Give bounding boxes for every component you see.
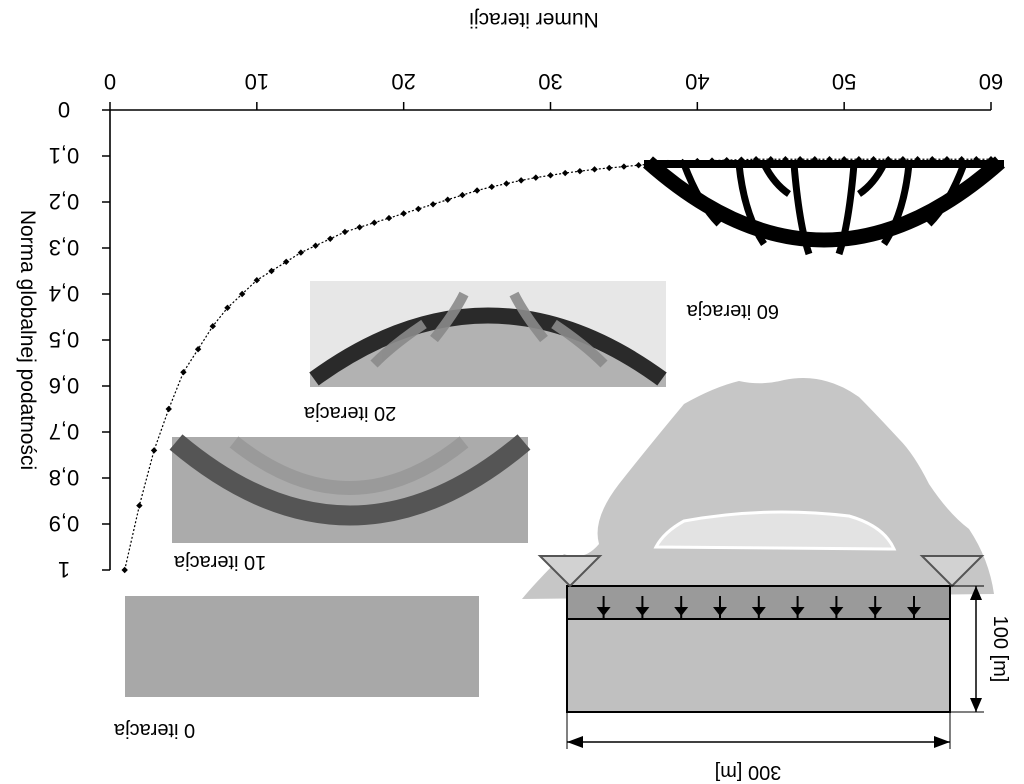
data-point [503,180,510,187]
data-point [767,156,774,163]
x-tick-label: 30 [538,69,562,94]
data-point [194,346,202,353]
problem-sketch: 100 [m] 300 [m] [522,378,1011,783]
x-tick-label: 50 [832,69,856,94]
data-point [517,177,525,184]
y-tick-label: 0,2 [49,189,80,214]
data-point [591,166,598,173]
data-point [576,167,584,175]
data-point [752,156,760,163]
y-tick-label: 0,7 [49,419,80,444]
data-point [341,228,349,236]
data-point [371,219,378,226]
load-arrow-head [907,607,921,616]
data-point [136,502,143,509]
x-tick-label: 40 [685,69,709,94]
data-point [606,164,613,172]
data-point [121,566,128,574]
data-point [297,249,305,256]
y-tick-label: 0,8 [49,465,80,490]
x-tick-label: 10 [245,69,269,94]
y-ticks: 0 0,1 0,2 0,3 0,4 0,5 0,6 0,7 0,8 0,9 1 [49,97,110,582]
data-point [165,405,172,413]
data-point [973,156,980,163]
cavity [653,510,897,551]
data-point [283,258,290,265]
y-tick-label: 0,4 [49,281,80,306]
stage-10-label: 10 iteracja [173,551,266,573]
data-point [473,187,481,194]
load-arrow-head [751,607,766,616]
y-tick-label: 0,9 [49,511,80,536]
data-point [782,156,789,163]
data-point [488,183,495,191]
load-arrow-head [674,607,689,616]
data-point [459,191,466,199]
y-tick-label: 0 [58,97,70,122]
height-dimension-label: 100 [m] [989,616,1011,683]
y-axis-label: Norma globalnej podatności [16,210,39,470]
data-point [870,156,877,163]
load-arrow-head [829,607,844,616]
stage-60-image: 60 iteracja [643,156,1005,322]
load-arrow-head [868,607,883,616]
data-point [547,172,554,179]
rock-mass [522,378,994,599]
data-point [327,235,334,242]
x-ticks: 0 10 20 30 40 50 60 [104,69,1003,110]
data-point [385,214,393,222]
y-tick-label: 0,3 [49,235,80,260]
data-point [635,162,642,169]
data-point [400,210,407,217]
y-tick-label: 0,1 [49,143,80,168]
x-tick-label: 0 [104,69,116,94]
right-support [537,555,603,588]
load-arrow-head [596,607,611,616]
data-point [268,267,275,275]
data-point [356,224,363,231]
data-point [238,290,246,298]
data-point [224,304,231,311]
data-point [444,196,451,203]
load-arrow-head [635,607,650,616]
data-point [150,447,158,454]
data-point [561,169,569,177]
data-point [885,156,892,163]
load-arrow-head [790,607,805,616]
stage-20-image: 20 iteracja [303,281,667,424]
y-tick-label: 0,6 [49,373,80,398]
left-support [919,555,985,588]
y-tick-label: 0,5 [49,327,80,352]
data-point [180,369,187,376]
data-point [253,277,261,284]
data-point [532,174,540,181]
data-point [415,205,422,213]
stage-0-label: 0 iteracja [113,719,195,741]
x-tick-label: 20 [391,69,415,94]
load-arrow-head [713,607,727,616]
data-point [987,156,995,163]
x-tick-label: 60 [979,69,1003,94]
y-tick-label: 1 [58,557,70,582]
data-point [620,163,628,170]
stage-60-label: 60 iteracja [686,300,779,322]
data-point [312,242,319,249]
data-point [429,201,437,208]
data-point [826,156,833,163]
width-dimension-label: 300 [m] [715,761,782,783]
load-arrows [596,596,921,618]
stage-0-image: 0 iteracja [113,596,479,741]
x-axis-label: Numer iteracji [469,8,599,31]
data-point [209,323,216,330]
stage-20-label: 20 iteracja [303,402,396,424]
stage-10-image: 10 iteracja [169,434,531,573]
